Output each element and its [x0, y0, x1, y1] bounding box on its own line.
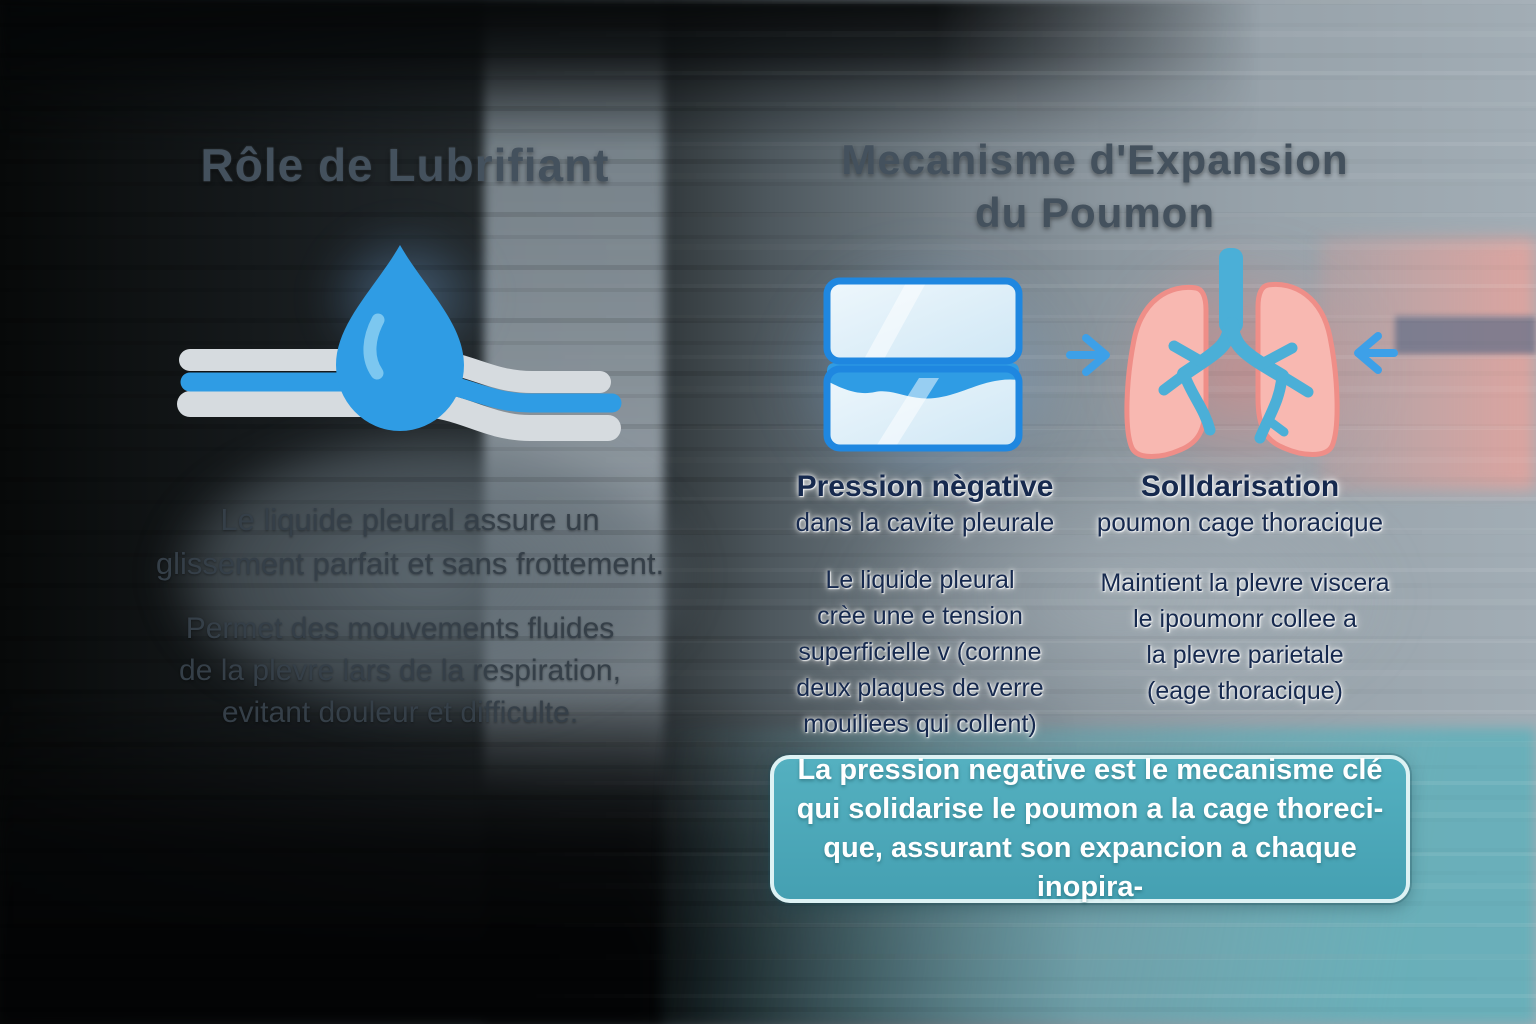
glass-plate-top-border [823, 277, 1023, 365]
glass-sheen-bottom [875, 378, 939, 448]
pressure-heading: Pression nègative [796, 470, 1054, 503]
glass-plate-top [827, 281, 1019, 361]
wet-glass-plates-icon [823, 277, 1023, 452]
right-section-title: Mecanisme d'Expansion du Poumon [841, 136, 1349, 236]
key-message-text: La pression negative est le mecanisme cl… [796, 754, 1384, 903]
lungs-icon [1124, 248, 1340, 459]
left-lung-lobe [1124, 284, 1209, 459]
pleural-layers-icon [177, 245, 622, 441]
arrow-left-icon [1354, 332, 1398, 374]
trachea [1219, 248, 1243, 334]
solidarisation-body: Maintient la plevre viscera le ipoumonr … [1100, 569, 1390, 705]
key-message-callout: La pression negative est le mecanisme cl… [770, 754, 1410, 903]
glass-sheen-top [863, 281, 927, 361]
right-pink-band [1320, 238, 1536, 490]
left-paragraph-2: Permet des mouvements fluides de la plev… [179, 612, 621, 729]
droplet-highlight [363, 313, 385, 380]
pressure-body: Le liquide pleural crèe une e tension su… [796, 566, 1044, 738]
arrow-right-icon [1066, 334, 1110, 376]
right-slate-strip [1395, 316, 1536, 354]
water-droplet-icon [336, 245, 464, 431]
pressure-subheading: dans la cavite pleurale [795, 507, 1055, 537]
background-top-dark-strip [0, 0, 1300, 150]
solidarisation-subheading: poumon cage thoracique [1096, 507, 1384, 537]
solidarisation-heading: Solldarisation [1140, 470, 1340, 503]
left-section-title: Rôle de Lubrifiant [200, 139, 610, 191]
glass-plate-bottom-border [823, 365, 1023, 452]
left-paragraph-1: Le liquide pleural assure un glissement … [155, 502, 665, 581]
right-light-blob [760, 425, 1480, 770]
bronchi [1158, 317, 1314, 444]
